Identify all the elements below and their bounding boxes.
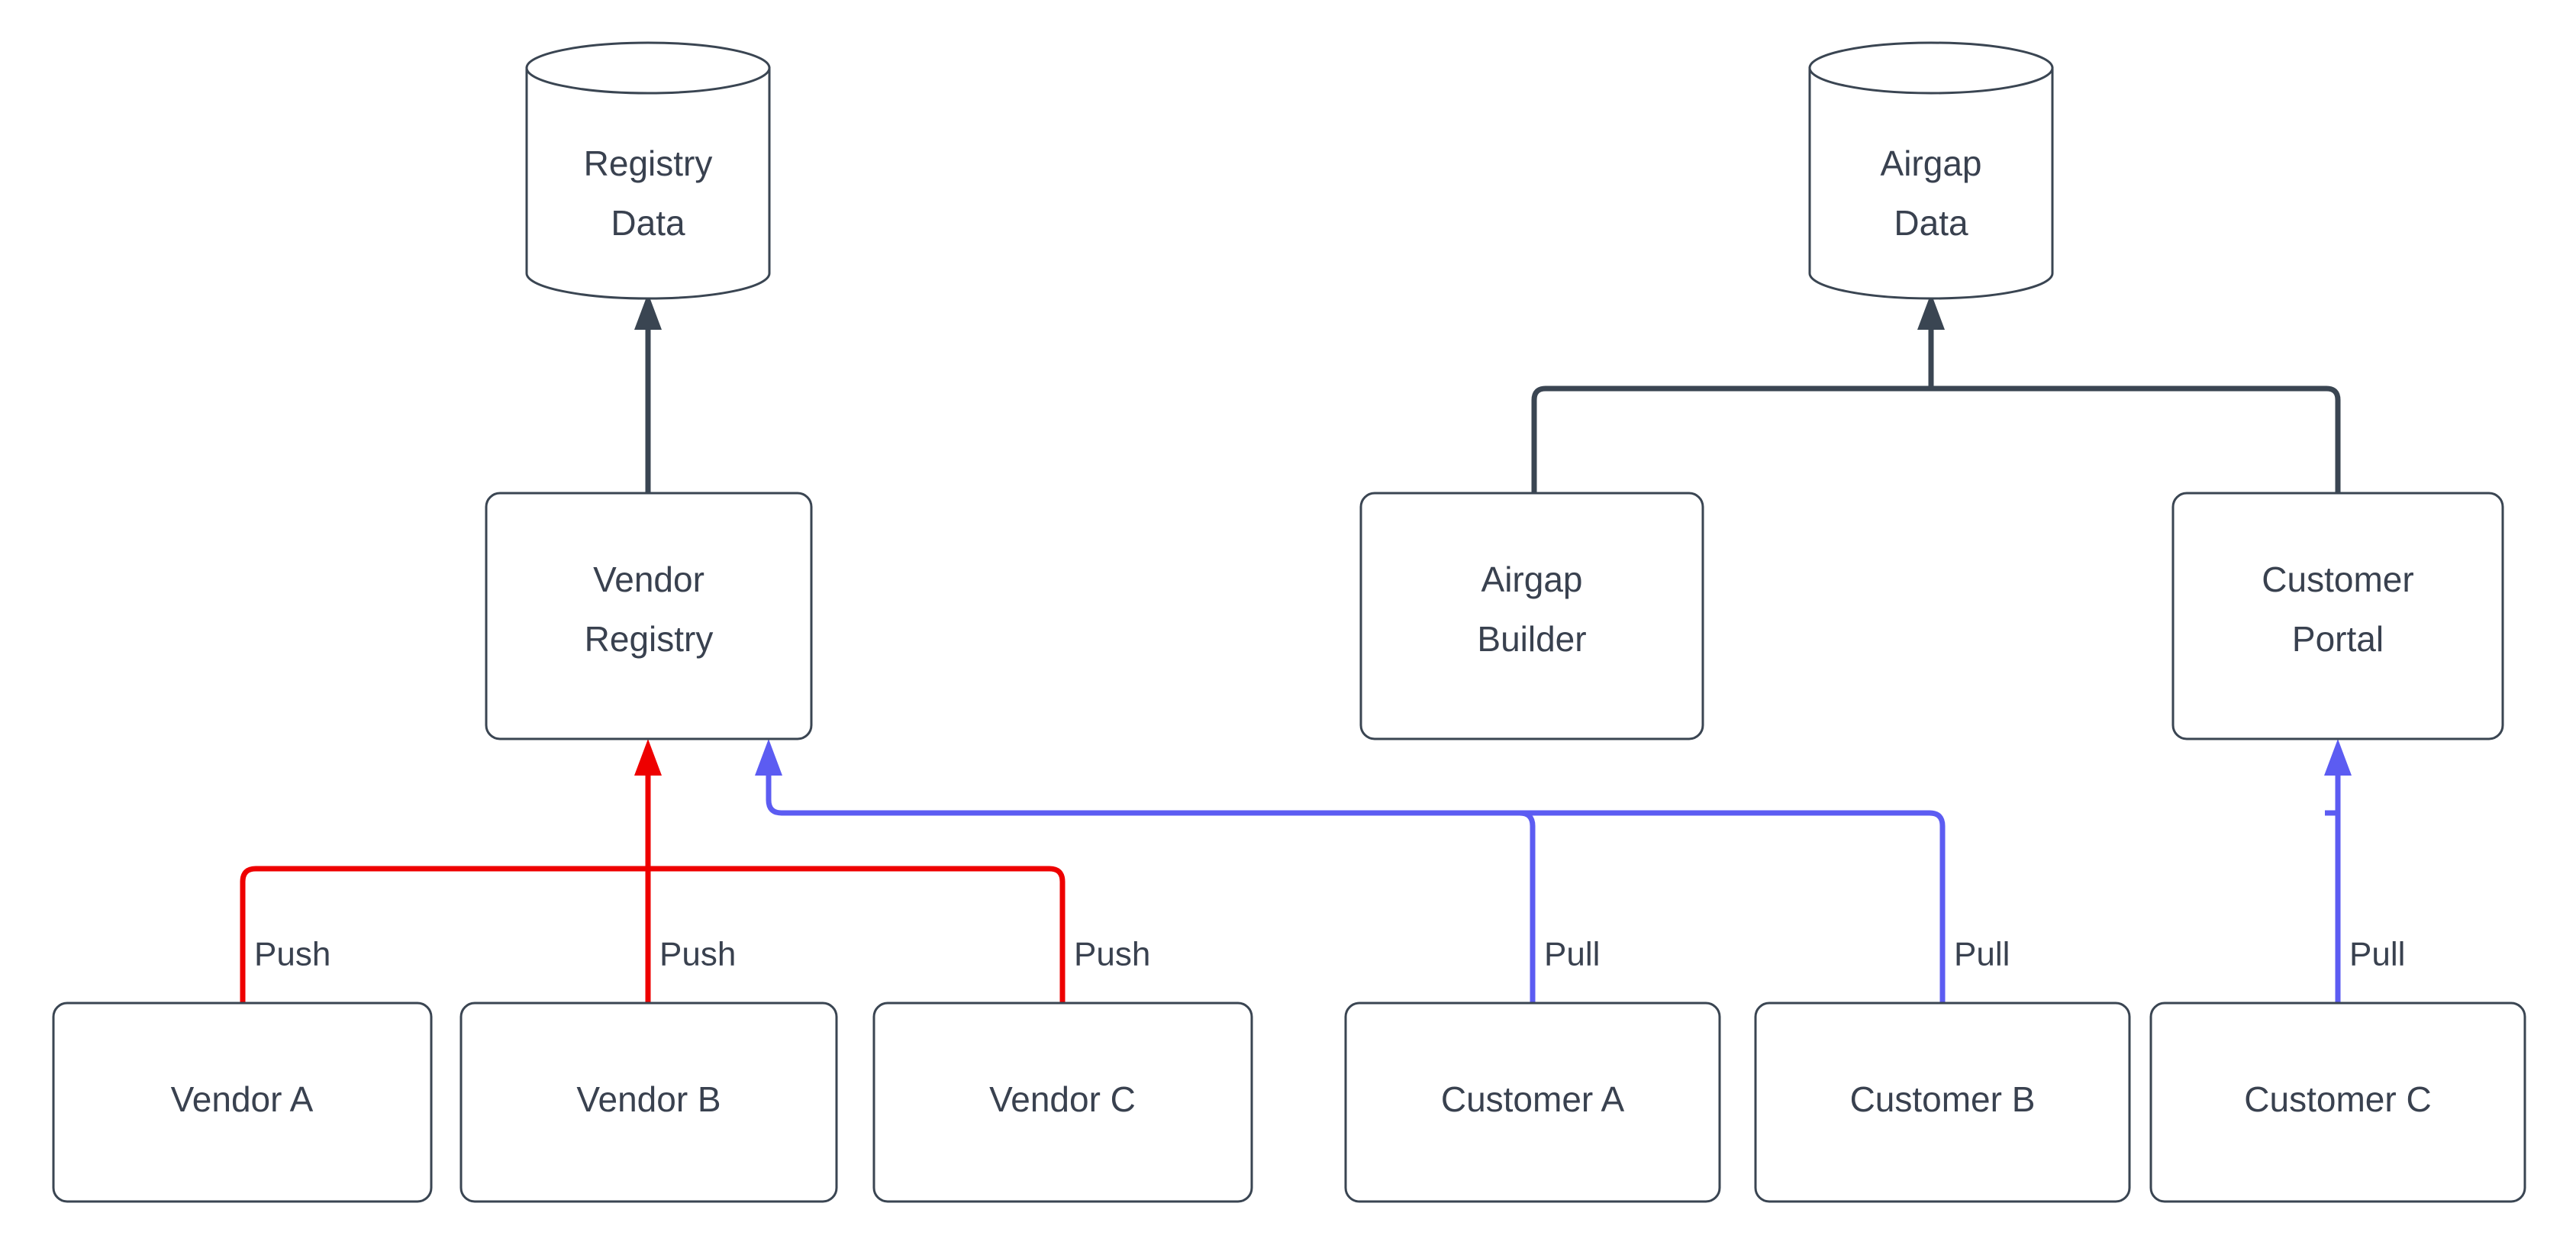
edge-vendor-c-push xyxy=(648,866,1066,1003)
node-vendor-a[interactable]: Vendor A xyxy=(52,1002,433,1203)
edge-customer-b-pull xyxy=(782,810,1946,1003)
edge-pull-riser-to-vendor-registry xyxy=(755,739,782,816)
edge-airgap-builder-to-airgap-data xyxy=(1531,385,1931,493)
node-airgap-builder-line2: Builder xyxy=(1477,619,1586,659)
edge-label-push-a: Push xyxy=(254,936,330,973)
node-customer-b-label: Customer B xyxy=(1850,1079,2036,1119)
node-registry-data-line2: Data xyxy=(611,203,685,243)
node-customer-a-label: Customer A xyxy=(1441,1079,1625,1119)
node-vendor-registry-line2: Registry xyxy=(585,619,714,659)
node-customer-portal[interactable]: Customer Portal xyxy=(2171,492,2504,740)
node-vendor-b[interactable]: Vendor B xyxy=(459,1002,838,1203)
edge-vendor-a-push xyxy=(240,866,648,1003)
edge-label-push-b: Push xyxy=(659,936,736,973)
edge-label-push-c: Push xyxy=(1074,936,1150,973)
node-customer-a[interactable]: Customer A xyxy=(1344,1002,1721,1203)
edge-airgap-riser xyxy=(1917,293,1945,389)
edge-customer-c-pull xyxy=(2324,739,2352,1003)
node-customer-b[interactable]: Customer B xyxy=(1754,1002,2131,1203)
edge-customer-a-pull xyxy=(782,810,1536,1003)
node-airgap-builder-line1: Airgap xyxy=(1481,560,1583,599)
node-registry-data-line1: Registry xyxy=(584,144,713,183)
edge-customer-portal-to-airgap-data xyxy=(1931,385,2341,493)
node-customer-portal-line2: Portal xyxy=(2292,619,2384,659)
node-vendor-registry-line1: Vendor xyxy=(593,560,704,599)
node-registry-data[interactable]: Registry Data xyxy=(525,41,771,300)
node-vendor-c[interactable]: Vendor C xyxy=(872,1002,1253,1203)
node-airgap-data[interactable]: Airgap Data xyxy=(1808,41,2054,300)
node-airgap-builder[interactable]: Airgap Builder xyxy=(1359,492,1704,740)
node-customer-c[interactable]: Customer C xyxy=(2149,1002,2526,1203)
node-airgap-data-line2: Data xyxy=(1894,203,1968,243)
node-vendor-registry[interactable]: Vendor Registry xyxy=(485,492,813,740)
node-vendor-b-label: Vendor B xyxy=(576,1079,721,1119)
edge-push-riser-to-vendor-registry xyxy=(634,739,662,869)
node-airgap-data-line1: Airgap xyxy=(1881,144,1982,183)
edge-label-pull-b: Pull xyxy=(1954,936,2010,973)
node-vendor-a-label: Vendor A xyxy=(171,1079,314,1119)
edge-label-pull-c: Pull xyxy=(2349,936,2405,973)
node-customer-portal-line1: Customer xyxy=(2262,560,2413,599)
node-customer-c-label: Customer C xyxy=(2244,1079,2431,1119)
edge-label-pull-a: Pull xyxy=(1544,936,1600,973)
edge-vendor-registry-to-registry-data xyxy=(634,293,662,493)
node-vendor-c-label: Vendor C xyxy=(989,1079,1136,1119)
